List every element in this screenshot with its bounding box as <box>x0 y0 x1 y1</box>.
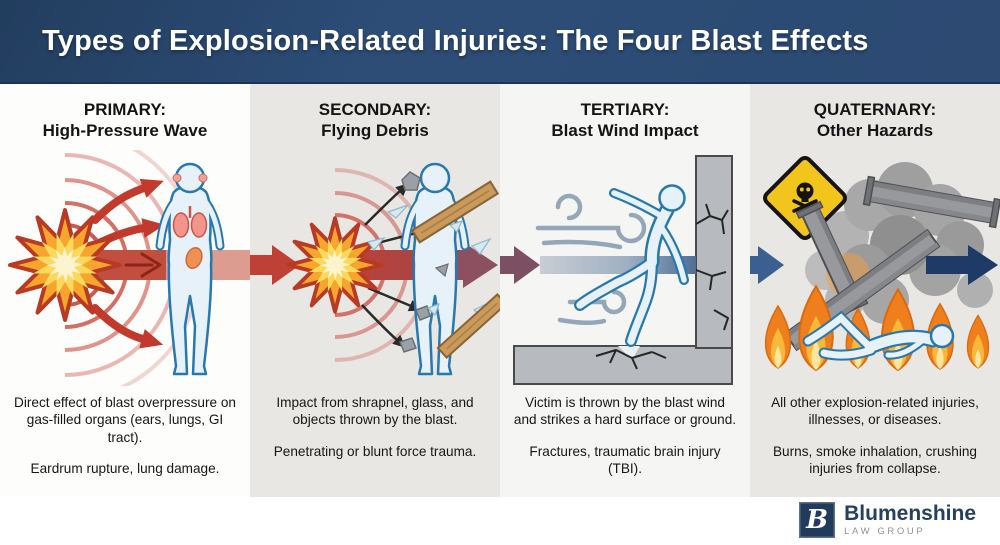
floor-impact-gap <box>618 346 640 360</box>
panel-primary-description: Direct effect of blast overpressure on g… <box>14 395 236 445</box>
floor-crack-icon <box>595 349 667 370</box>
panel-secondary-description: Impact from shrapnel, glass, and objects… <box>276 395 474 428</box>
panel-quaternary: QUATERNARY: Other Hazards <box>750 84 1000 497</box>
panel-quaternary-effect: Burns, smoke inhalation, crushing injuri… <box>772 443 977 476</box>
secondary-illustration <box>250 150 500 386</box>
lungs-icon <box>172 212 190 238</box>
explosion-icon <box>286 216 384 314</box>
panel-tertiary-subtitle: Blast Wind Impact <box>551 121 699 141</box>
toxic-hazard-sign-icon <box>763 156 847 240</box>
panel-quaternary-title: QUATERNARY: <box>813 100 937 119</box>
panel-primary-heading: PRIMARY: High-Pressure Wave <box>43 84 208 150</box>
panel-tertiary-title: TERTIARY: <box>580 100 670 119</box>
logo-name: Blumenshine <box>844 502 976 526</box>
page-title: Types of Explosion-Related Injuries: The… <box>42 24 869 57</box>
logo-monogram: B <box>799 502 836 538</box>
header-bar: Types of Explosion-Related Injuries: The… <box>0 0 1000 84</box>
panel-primary-title: PRIMARY: <box>83 100 167 119</box>
panel-tertiary: TERTIARY: Blast Wind Impact <box>500 84 750 497</box>
blast-effect-panels: PRIMARY: High-Pressure Wave <box>0 84 1000 497</box>
panel-primary-subtitle: High-Pressure Wave <box>42 121 208 141</box>
flying-debris-icon <box>366 171 500 360</box>
quaternary-illustration <box>750 156 1000 372</box>
footer-bar: B Blumenshine LAW GROUP <box>0 497 1000 545</box>
panel-primary-effect: Eardrum rupture, lung damage. <box>30 460 220 476</box>
panel-primary: PRIMARY: High-Pressure Wave <box>0 84 250 497</box>
ear-icon <box>172 173 182 183</box>
panel-tertiary-description: Victim is thrown by the blast wind and s… <box>513 395 737 428</box>
human-figure <box>160 164 220 374</box>
panel-secondary-title: SECONDARY: <box>318 100 432 119</box>
panel-secondary: SECONDARY: Flying Debris <box>250 84 500 497</box>
panel-quaternary-subtitle: Other Hazards <box>816 121 934 141</box>
primary-illustration <box>8 150 250 386</box>
wall-crack-icon <box>695 203 729 331</box>
panel-secondary-effect: Penetrating or blunt force trauma. <box>273 443 477 459</box>
wood-plank-icon <box>436 292 500 360</box>
exit-arrow-icon <box>926 245 998 285</box>
panel-quaternary-heading: QUATERNARY: Other Hazards <box>814 84 936 150</box>
lying-human-figure <box>802 310 955 361</box>
wall-icon <box>513 155 733 385</box>
tertiary-illustration <box>500 155 733 385</box>
wind-arrow-icon <box>750 246 784 284</box>
ear-icon <box>198 173 208 183</box>
panel-quaternary-description: All other explosion-related injuries, il… <box>771 395 979 428</box>
panel-tertiary-effect: Fractures, traumatic brain injury (TBI). <box>529 443 721 476</box>
wind-swirl-icon <box>535 193 647 326</box>
stomach-icon <box>185 246 203 270</box>
steel-beam-icon <box>862 175 1000 229</box>
explosion-icon <box>8 208 122 322</box>
panel-secondary-subtitle: Flying Debris <box>321 121 429 141</box>
wood-plank-icon <box>410 180 500 244</box>
falling-human-figure <box>574 184 689 347</box>
logo-subtitle: LAW GROUP <box>844 526 926 538</box>
blast-band-arrow <box>500 246 696 284</box>
lungs-icon <box>190 212 208 238</box>
panel-tertiary-heading: TERTIARY: Blast Wind Impact <box>551 84 698 150</box>
panel-secondary-heading: SECONDARY: Flying Debris <box>319 84 431 150</box>
law-firm-logo: B Blumenshine LAW GROUP <box>799 502 976 538</box>
